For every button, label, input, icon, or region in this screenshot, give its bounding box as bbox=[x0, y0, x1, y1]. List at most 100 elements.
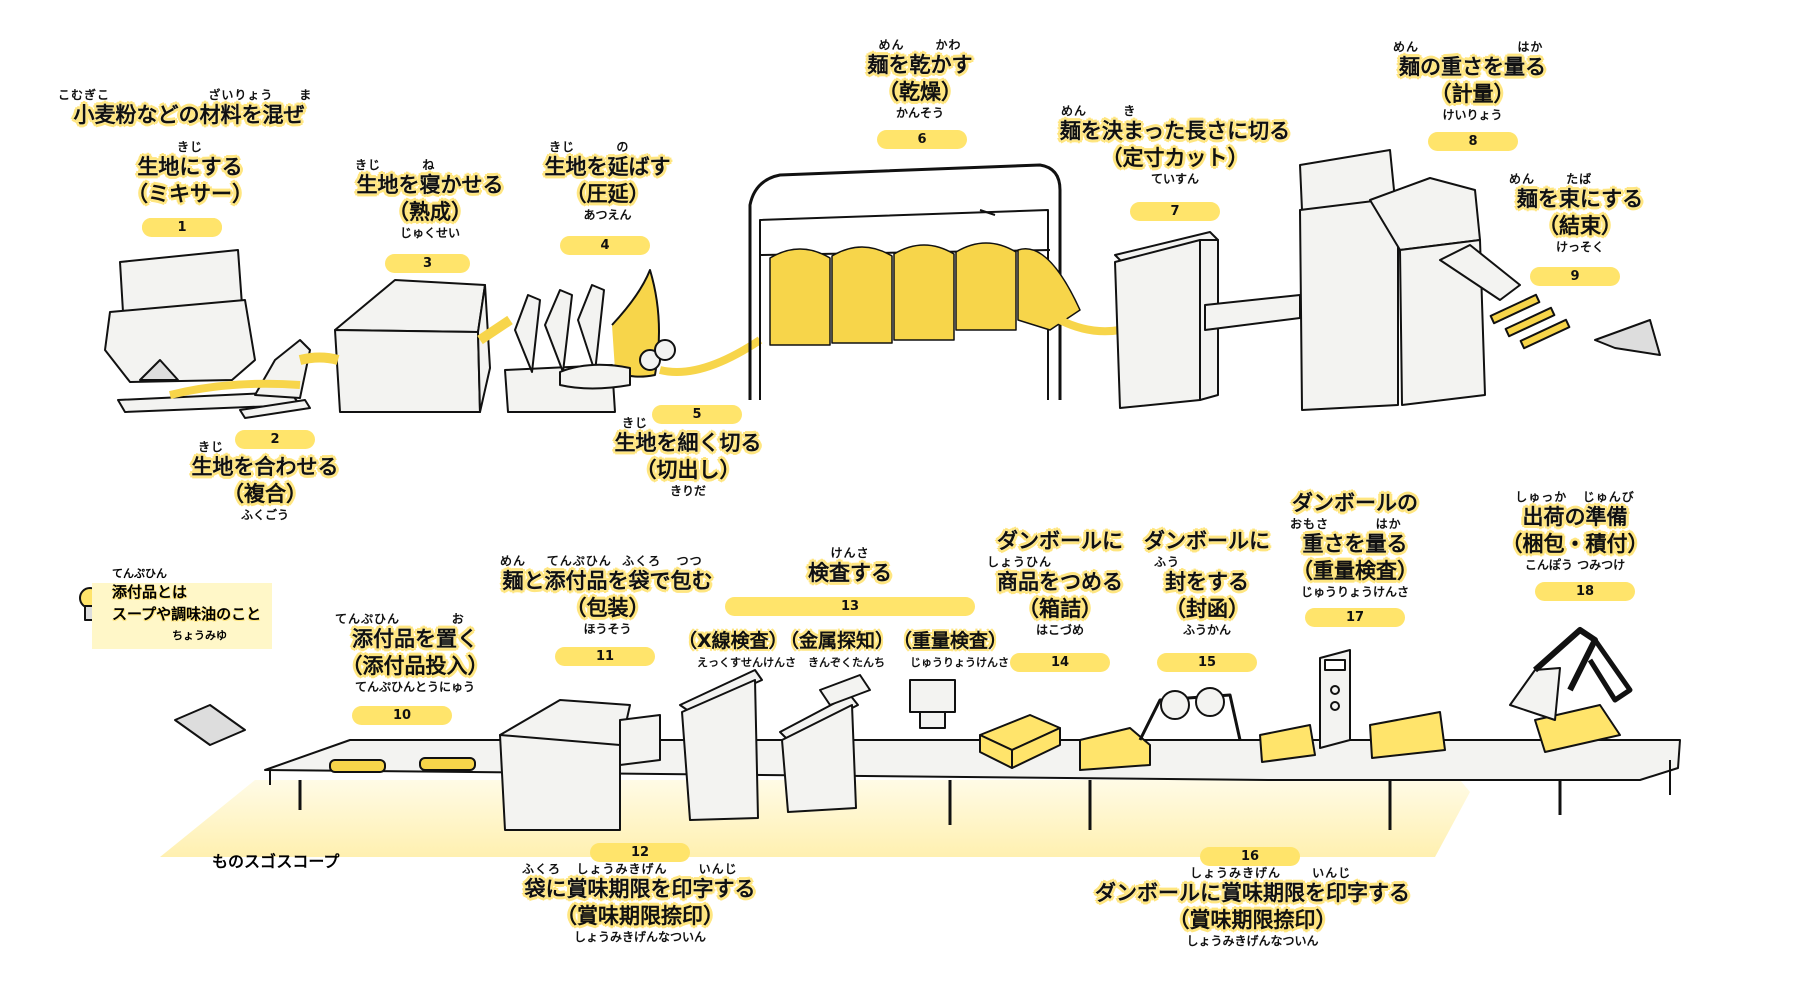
step-6-reading: かんそう bbox=[895, 106, 944, 120]
step-6-sub: （乾燥） bbox=[878, 80, 962, 104]
cutter-rollers bbox=[639, 336, 763, 376]
step-9-number: 9 bbox=[1530, 267, 1620, 286]
step-10-ruby: てんぷひん お bbox=[335, 612, 465, 626]
step-2-number: 2 bbox=[235, 430, 315, 449]
box-sealer bbox=[1138, 687, 1242, 741]
note-ruby2: ちょうみゆ bbox=[172, 629, 227, 642]
step-5-label: きじ 生地を細く切る （切出し） きりだ bbox=[608, 416, 768, 499]
step-13-number: 13 bbox=[725, 597, 975, 616]
step-12-reading: しょうみきげんなついん bbox=[573, 930, 706, 944]
step-14-title0: ダンボールに bbox=[997, 529, 1123, 553]
step-12-ruby: ふくろ しょうみきげん いんじ bbox=[522, 862, 738, 876]
step-14-reading: はこづめ bbox=[1035, 623, 1084, 637]
step-17-reading: じゅうりょうけんさ bbox=[1300, 585, 1409, 599]
step-17-number: 17 bbox=[1305, 608, 1405, 627]
step-7-title: 麺を決まった長さに切る bbox=[1059, 119, 1291, 143]
brand-logo-text: ものスゴスコープ bbox=[212, 852, 340, 871]
inspection-xray: （X線検査） bbox=[678, 630, 788, 652]
note-ruby: てんぷひん bbox=[112, 567, 167, 580]
step-3-number: 3 bbox=[385, 254, 470, 273]
step-11-reading: ほうそう bbox=[583, 622, 632, 636]
sachet-note: てんぷひん 添付品とは スープや調味油のこと ちょうみゆ bbox=[92, 567, 272, 649]
box-weigher bbox=[1319, 649, 1351, 749]
step-8-sub: （計量） bbox=[1430, 82, 1515, 106]
xray-inspector bbox=[679, 669, 763, 821]
step-17-label: ダンボールの おもさ はか 重さを量る （重量検査） じゅうりょうけんさ bbox=[1280, 490, 1430, 600]
step-14-ruby: しょうひん bbox=[987, 555, 1053, 569]
inspection-weight: （重量検査） bbox=[893, 630, 1008, 652]
step-18-ruby: しゅっか じゅんび bbox=[1515, 490, 1635, 504]
step-2-ruby: きじ bbox=[198, 440, 225, 454]
note-line1: 添付品とは bbox=[112, 583, 188, 601]
step-3-label: きじ ね 生地を寝かせる （熟成） じゅくせい bbox=[345, 158, 515, 241]
drying-frame bbox=[748, 163, 1121, 400]
step-11-ruby: めん てんぷひん ふくろ つつ bbox=[500, 554, 703, 568]
inspection-xray-reading: えっくすせんけんさ bbox=[697, 656, 796, 669]
step-4-ruby: きじ の bbox=[549, 140, 630, 154]
step-14-title: 商品をつめる bbox=[997, 570, 1123, 594]
step-7-ruby: めん き bbox=[1061, 104, 1137, 118]
step-15-label: ダンボールに ふう 封をする （封函） ふうかん bbox=[1132, 528, 1282, 638]
step-11-label: めん てんぷひん ふくろ つつ 麺と添付品を袋で包む （包装） ほうそう bbox=[490, 554, 725, 637]
step-18-number: 18 bbox=[1535, 582, 1635, 601]
step-1-title-line2: 生地にする bbox=[137, 155, 243, 179]
step-1-ruby2: きじ bbox=[176, 140, 203, 154]
step-13-title: 検査する bbox=[808, 561, 892, 585]
length-cutter bbox=[1114, 231, 1301, 409]
step-17-ruby: おもさ はか bbox=[1290, 517, 1402, 531]
step-9-label: めん たば 麺を束にする （結束） けっそく bbox=[1505, 172, 1655, 255]
step-10-title: 添付品を置く bbox=[352, 627, 478, 651]
step-4-reading: あつえん bbox=[583, 208, 632, 222]
mixer-machine bbox=[104, 249, 301, 413]
sachets bbox=[329, 757, 476, 773]
step-1-label: こむぎこ ざいりょう ま 小麦粉などの材料を混ぜ bbox=[58, 88, 320, 129]
step-7-reading: ていすん bbox=[1150, 172, 1199, 186]
step-9-sub: （結束） bbox=[1538, 214, 1622, 238]
step-4-number: 4 bbox=[560, 236, 650, 255]
step-6-label: めん かわ 麺を乾かす （乾燥） かんそう bbox=[850, 38, 990, 121]
step-15-reading: ふうかん bbox=[1182, 623, 1231, 637]
step-8-number: 8 bbox=[1428, 132, 1518, 151]
metal-detector bbox=[779, 674, 871, 813]
step-2-reading: ふくごう bbox=[240, 508, 289, 522]
step-6-number: 6 bbox=[877, 130, 967, 149]
compound-roller bbox=[169, 339, 311, 419]
step-4-title: 生地を延ばす bbox=[544, 155, 671, 179]
step-6-title: 麺を乾かす bbox=[867, 53, 973, 77]
step-9-ruby: めん たば bbox=[1509, 172, 1593, 186]
step-3-sub: （熟成） bbox=[388, 200, 472, 224]
step-8-label: めん はか 麺の重さを量る （計量） けいりょう bbox=[1385, 40, 1560, 123]
step-2-title: 生地を合わせる bbox=[191, 455, 339, 479]
step-17-title0: ダンボールの bbox=[1292, 491, 1418, 515]
step-3-title: 生地を寝かせる bbox=[356, 173, 504, 197]
step-1-title-line1: 小麦粉などの材料を混ぜ bbox=[73, 103, 305, 127]
step-12-sub: （賞味期限捺印） bbox=[556, 904, 724, 928]
inspection-weight-reading: じゅうりょうけんさ bbox=[910, 656, 1009, 669]
step-14-label: ダンボールに しょうひん 商品をつめる （箱詰） はこづめ bbox=[975, 528, 1145, 638]
step-10-reading: てんぷひんとうにゅう bbox=[354, 680, 475, 694]
step-18-label: しゅっか じゅんび 出荷の準備 （梱包・積付） こんぽう つみつけ bbox=[1500, 490, 1650, 573]
weighing-machine bbox=[1299, 149, 1486, 411]
step-15-title0: ダンボールに bbox=[1144, 529, 1270, 553]
step-8-reading: けいりょう bbox=[1442, 108, 1503, 122]
step-13-label: けんさ 検査する bbox=[790, 546, 910, 587]
step-13-ruby: けんさ bbox=[830, 546, 870, 560]
step-9-title: 麺を束にする bbox=[1516, 187, 1644, 211]
cartons bbox=[979, 704, 1621, 771]
step-16-sub: （賞味期限捺印） bbox=[1168, 908, 1337, 932]
step-16-number: 16 bbox=[1200, 847, 1300, 866]
step-14-number: 14 bbox=[1010, 653, 1110, 672]
step-15-title: 封をする bbox=[1165, 570, 1249, 594]
step-4-label: きじ の 生地を延ばす （圧延） あつえん bbox=[535, 140, 680, 223]
step-10-number: 10 bbox=[352, 706, 452, 725]
step-18-reading: こんぽう つみつけ bbox=[1524, 558, 1626, 572]
step-8-title: 麺の重さを量る bbox=[1399, 55, 1546, 79]
step-10-sub: （添付品投入） bbox=[341, 654, 489, 678]
step-12-number: 12 bbox=[590, 843, 690, 862]
note-line2: スープや調味油のこと bbox=[112, 605, 262, 623]
step-2-sub: （複合） bbox=[223, 482, 307, 506]
packaging-machine bbox=[499, 699, 661, 831]
step-15-sub: （封函） bbox=[1165, 597, 1249, 621]
step-16-ruby: しょうみきげん いんじ bbox=[1190, 866, 1352, 880]
step-3-ruby: きじ ね bbox=[355, 158, 436, 172]
